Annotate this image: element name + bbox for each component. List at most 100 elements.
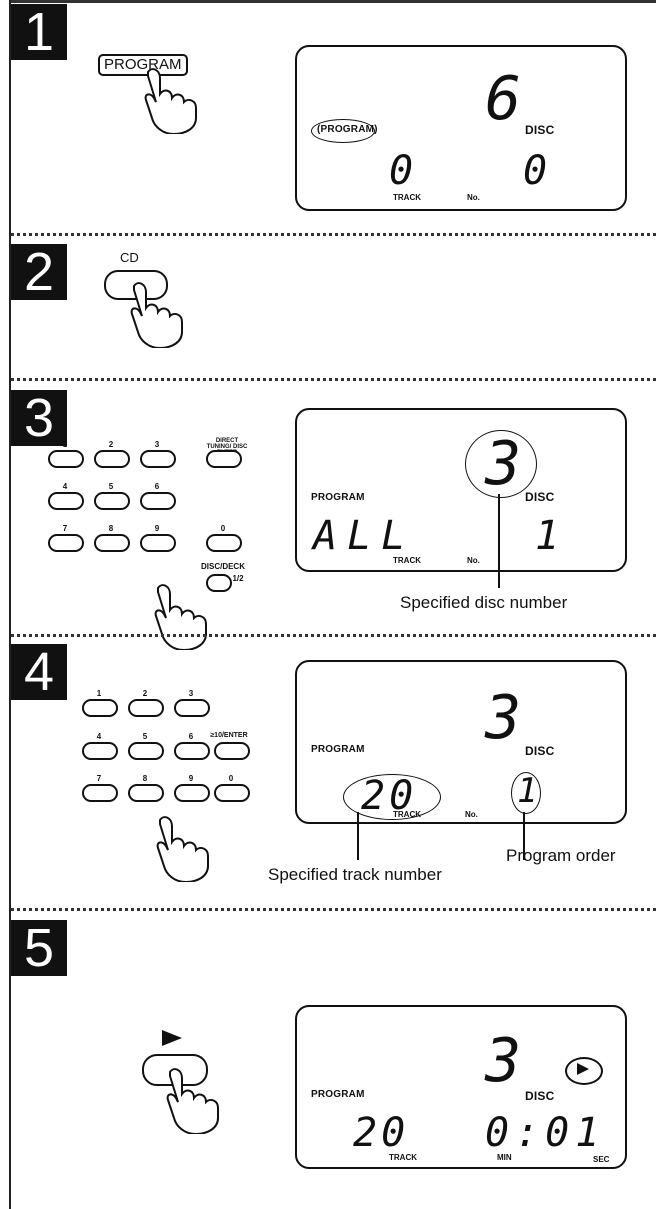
key-label: 2 [142, 689, 148, 698]
divider [11, 908, 656, 911]
program-indicator: PROGRAM [311, 1089, 365, 1100]
key-label: 5 [142, 732, 148, 741]
key-7[interactable] [82, 784, 118, 802]
display-panel-step-4: PROGRAM 3 DISC 20 TRACK No. 1 [295, 660, 627, 824]
key-0[interactable] [206, 534, 242, 552]
no-digit: 1 [517, 771, 538, 811]
divider [11, 378, 656, 381]
key-5[interactable] [128, 742, 164, 760]
disc-deck-button[interactable] [206, 574, 232, 592]
no-digit: 1 [535, 513, 560, 559]
key-label: 8 [108, 524, 114, 533]
key-6[interactable] [140, 492, 176, 510]
step-number-5: 5 [11, 920, 67, 976]
program-indicator: PROGRAM [311, 492, 365, 503]
key-label: 8 [142, 774, 148, 783]
pointer-line [357, 812, 359, 860]
key-2[interactable] [128, 699, 164, 717]
left-rule [9, 0, 11, 1209]
disc-digit: 3 [485, 429, 522, 499]
caption-track-number: Specified track number [268, 865, 442, 884]
divider [11, 634, 656, 637]
track-text: ALL [313, 513, 416, 559]
track-label: TRACK [393, 193, 421, 202]
disc-digit: 6 [485, 64, 522, 134]
key-label: 0 [228, 774, 234, 783]
disc-label: DISC [525, 744, 555, 758]
sec-label: SEC [593, 1155, 610, 1164]
no-label: No. [465, 810, 478, 819]
key-label: 6 [154, 482, 160, 491]
key-label: 4 [62, 482, 68, 491]
step-number-1: 1 [11, 4, 67, 60]
cd-label: CD [120, 250, 139, 265]
disc-digit: 3 [485, 1026, 522, 1096]
key-3[interactable] [174, 699, 210, 717]
key-label: 7 [96, 774, 102, 783]
key-label: 1 [96, 689, 102, 698]
no-label: No. [467, 193, 480, 202]
key-2[interactable] [94, 450, 130, 468]
key-1[interactable] [82, 699, 118, 717]
time-readout: 0:01 [485, 1110, 606, 1156]
key-label: 9 [154, 524, 160, 533]
pointer-line [498, 494, 500, 588]
key-label: 1 [62, 440, 68, 449]
key-label: 5 [108, 482, 114, 491]
key-label: 3 [188, 689, 194, 698]
program-order-oval [511, 772, 541, 814]
key-label: 9 [188, 774, 194, 783]
enter-label: ≥10/ENTER [210, 732, 248, 739]
caption-disc-number: Specified disc number [400, 593, 568, 612]
no-label: No. [467, 556, 480, 565]
key-label: 4 [96, 732, 102, 741]
track-label: TRACK [393, 556, 421, 565]
key-8[interactable] [94, 534, 130, 552]
key-4[interactable] [82, 742, 118, 760]
key-8[interactable] [128, 784, 164, 802]
key-7[interactable] [48, 534, 84, 552]
play-icon [577, 1063, 589, 1075]
step-number-3: 3 [11, 390, 67, 446]
key-label: 0 [220, 524, 226, 533]
key-label: 7 [62, 524, 68, 533]
track-digit: 0 [389, 148, 414, 194]
track-number-oval [343, 774, 441, 820]
disc-deck-label: DISC/DECK [200, 562, 245, 571]
pointer-line [523, 812, 525, 860]
key-label: 3 [154, 440, 160, 449]
play-icon [162, 1030, 182, 1046]
disc-number-circle [465, 430, 537, 498]
track-digits: 20 [361, 773, 418, 819]
key-1[interactable] [48, 450, 84, 468]
direct-disc-enter-button[interactable] [206, 450, 242, 468]
key-3[interactable] [140, 450, 176, 468]
program-indicator: (PROGRAM) [317, 124, 378, 135]
step-number-4: 4 [11, 644, 67, 700]
display-panel-step-1: (PROGRAM) 6 DISC 0 TRACK No. 0 [295, 45, 627, 211]
pressing-hand-icon [156, 816, 209, 882]
key-9[interactable] [174, 784, 210, 802]
key-9[interactable] [140, 534, 176, 552]
program-button[interactable]: PROGRAM [98, 54, 188, 76]
disc-label: DISC [525, 490, 555, 504]
min-label: MIN [497, 1153, 512, 1162]
disc-label: DISC [525, 123, 555, 137]
step-number-2: 2 [11, 244, 67, 300]
key-0[interactable] [214, 784, 250, 802]
enter-button[interactable] [214, 742, 250, 760]
key-label: 6 [188, 732, 194, 741]
track-label: TRACK [393, 810, 421, 819]
program-indicator: PROGRAM [311, 744, 365, 755]
display-panel-step-3: PROGRAM 3 DISC ALL TRACK No. 1 [295, 408, 627, 572]
top-rule [9, 0, 656, 3]
key-6[interactable] [174, 742, 210, 760]
pressing-hand-icon [144, 68, 197, 134]
track-digits: 20 [353, 1110, 410, 1156]
play-indicator [565, 1057, 603, 1085]
program-indicator-oval [311, 119, 375, 143]
pressing-hand-icon [166, 1068, 219, 1134]
no-digit: 0 [523, 148, 548, 194]
key-5[interactable] [94, 492, 130, 510]
key-4[interactable] [48, 492, 84, 510]
